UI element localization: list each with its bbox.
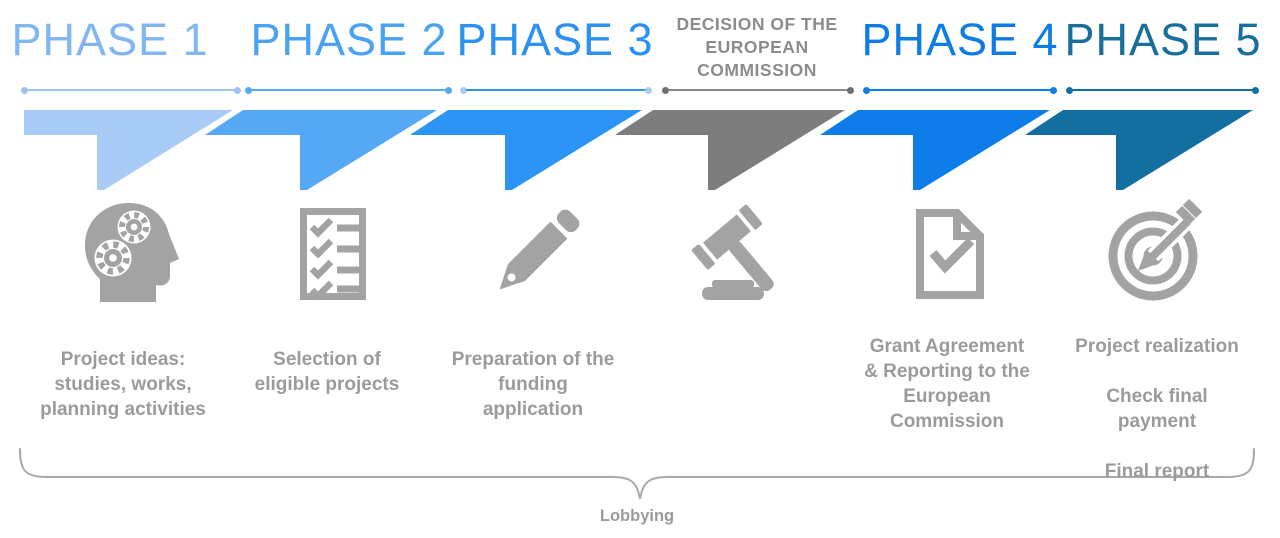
timeline-dot: [245, 87, 252, 94]
timeline-dot: [645, 87, 652, 94]
timeline-dot: [1050, 87, 1057, 94]
phase-2-description: Selection of eligible projects: [254, 349, 400, 395]
phase-1-description: Project ideas: studies, works, planning …: [40, 349, 206, 420]
decision-timeline-segment: [662, 86, 854, 94]
timeline-dot: [460, 87, 467, 94]
decision-title: DECISION OF THE EUROPEAN COMMISSION: [676, 14, 838, 80]
phase-4-ribbon: [820, 110, 1050, 190]
timeline-dot: [863, 87, 870, 94]
timeline-line: [668, 89, 848, 91]
phase-5-ribbon: [1025, 110, 1253, 190]
timeline-dot: [847, 87, 854, 94]
phase-1-ribbon: [24, 110, 233, 190]
phase-4-timeline-segment: [863, 86, 1057, 94]
lobbying-brace: [19, 448, 1255, 500]
phase-3-description: Preparation of the funding application: [451, 349, 615, 420]
phase-3-timeline-segment: [460, 86, 652, 94]
timeline-dot: [234, 87, 241, 94]
target-arrow-icon: [1108, 198, 1205, 301]
phase-1-title: PHASE 1: [11, 14, 209, 65]
timeline-dot: [445, 87, 452, 94]
timeline-dot: [1066, 87, 1073, 94]
phase-5-title: PHASE 5: [1064, 14, 1262, 65]
phase-5-description: Project realization Check final payment …: [1075, 336, 1239, 482]
phase-2-timeline-segment: [245, 86, 452, 94]
phase-2-title: PHASE 2: [250, 14, 448, 65]
timeline-line: [27, 89, 235, 91]
phase-3-title: PHASE 3: [456, 14, 654, 65]
phase-3-ribbon: [410, 110, 642, 190]
timeline-dot: [21, 87, 28, 94]
head-with-gears-icon: [84, 202, 179, 302]
gavel-icon: [691, 204, 774, 300]
decision-ribbon: [615, 110, 845, 190]
lobbying-label: Lobbying: [599, 507, 675, 525]
document-check-icon: [916, 209, 984, 299]
phase-1-timeline-segment: [21, 86, 241, 94]
checklist-icon: [300, 208, 366, 301]
phase-5-timeline-segment: [1066, 86, 1259, 94]
phase-4-description: Grant Agreement & Reporting to the Europ…: [864, 336, 1030, 432]
timeline-line: [1072, 89, 1253, 91]
timeline-line: [869, 89, 1051, 91]
timeline-line: [466, 89, 646, 91]
timeline-dot: [662, 87, 669, 94]
timeline-line: [251, 89, 446, 91]
pencil-icon: [499, 209, 580, 290]
phase-4-title: PHASE 4: [861, 14, 1059, 65]
timeline-dot: [1252, 87, 1259, 94]
phase-2-ribbon: [205, 110, 437, 190]
